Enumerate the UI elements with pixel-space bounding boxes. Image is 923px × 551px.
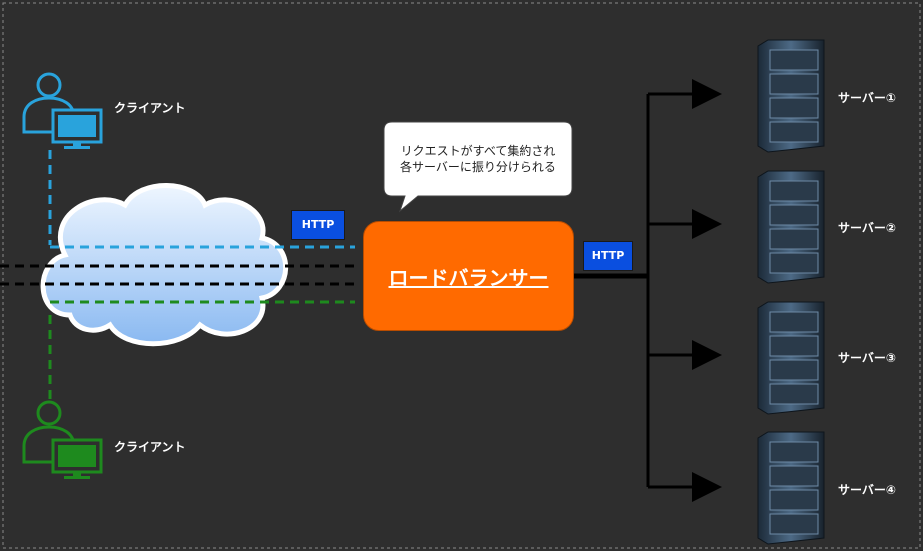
callout-text: リクエストがすべて集約され 各サーバーに振り分けられる [384,143,572,175]
server-icon [757,170,825,284]
callout-bubble [383,121,573,213]
client-2-label: クライアント [114,440,186,454]
callout-line-1: リクエストがすべて集約され [400,144,556,158]
client-1-label: クライアント [114,101,186,115]
server-1-label: サーバー① [838,91,897,105]
server-icon [757,301,825,415]
server-4-label: サーバー④ [838,483,897,497]
monitor-icon [51,108,103,149]
callout-line-2: 各サーバーに振り分けられる [400,160,556,174]
load-balancer-box[interactable]: ロードバランサー [363,221,574,331]
load-balancer-label: ロードバランサー [388,265,549,290]
server-3-label: サーバー③ [838,351,897,365]
server-2-label: サーバー② [838,221,897,235]
server-icon [757,39,825,153]
http-badge-right: HTTP [583,241,633,271]
monitor-icon [51,438,103,479]
cloud-icon [40,183,289,347]
server-icon [757,431,825,545]
http-badge-top: HTTP [291,210,345,240]
